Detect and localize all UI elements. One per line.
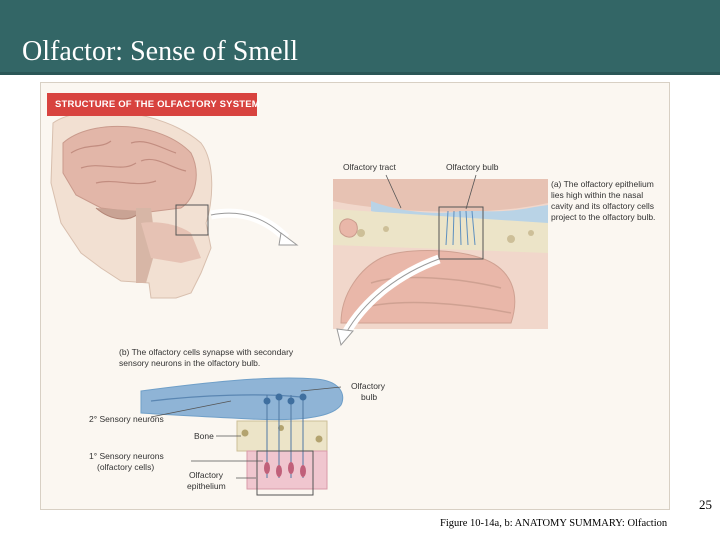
panel-a-line-3: cavity and its olfactory cells [551, 201, 654, 211]
page-number: 25 [699, 497, 712, 512]
panel-a-line-4: project to the olfactory bulb. [551, 212, 656, 222]
olfactory-figure: STRUCTURE OF THE OLFACTORY SYSTEM Olfact… [40, 82, 670, 510]
panel-a-line-2: lies high within the nasal [551, 190, 644, 200]
figure-caption: Figure 10-14a, b: ANATOMY SUMMARY: Olfac… [440, 518, 668, 529]
panel-a-line-1: (a) The olfactory epithelium [551, 179, 654, 189]
panel-b-line-2: sensory neurons in the olfactory bulb. [119, 358, 261, 368]
anatomy-illustration [50, 110, 548, 496]
label-olfactory-bulb-b: Olfactory [351, 381, 386, 391]
label-secondary-neurons: 2° Sensory neurons [89, 414, 164, 424]
title-bar: Olfactor: Sense of Smell [0, 0, 720, 75]
olfactory-bulb-detail [140, 377, 344, 496]
label-primary-neurons: 1° Sensory neurons [89, 451, 164, 461]
label-primary-neurons-2: (olfactory cells) [97, 462, 155, 472]
title-divider [0, 72, 720, 75]
panel-b-line-1: (b) The olfactory cells synapse with sec… [119, 347, 294, 357]
label-olfactory-epithelium-2: epithelium [187, 481, 226, 491]
label-olfactory-bulb-b-2: bulb [361, 392, 378, 402]
label-bone: Bone [194, 431, 214, 441]
slide-title: Olfactor: Sense of Smell [22, 36, 299, 67]
head-illustration [50, 110, 213, 299]
figure-banner: STRUCTURE OF THE OLFACTORY SYSTEM [47, 93, 260, 116]
label-olfactory-bulb-top: Olfactory bulb [446, 162, 499, 172]
label-olfactory-tract: Olfactory tract [343, 162, 396, 172]
label-olfactory-epithelium: Olfactory [189, 470, 224, 480]
